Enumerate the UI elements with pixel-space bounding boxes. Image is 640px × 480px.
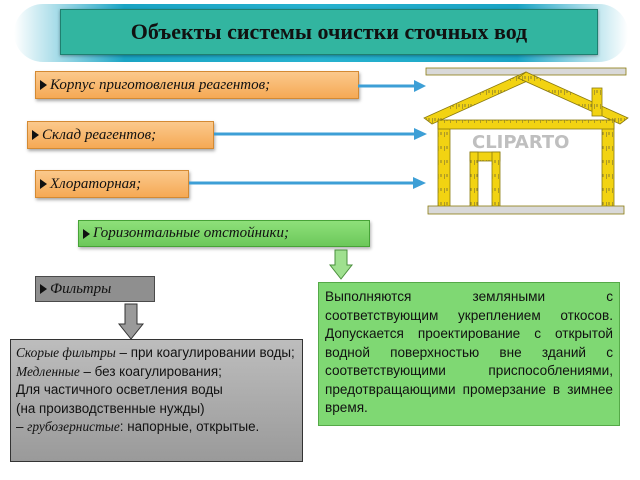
slow-filters-text: – без коагулирования;	[79, 363, 222, 379]
arrow-down-icon	[117, 303, 145, 340]
item-filters: Фильтры	[35, 276, 155, 302]
bullet-icon	[83, 228, 90, 239]
house-watermark: CLIPARTO	[472, 132, 569, 153]
filters-partial-line-1: Для частичного осветления воды	[16, 382, 223, 398]
filters-coarse-line: – грубозернистые: напорные, открытые.	[16, 418, 297, 437]
coarse-filters-text: : напорные, открытые.	[119, 419, 260, 435]
page-title: Объекты системы очистки сточных вод	[130, 19, 528, 44]
page-title-box: Объекты системы очистки сточных вод	[60, 9, 598, 55]
coarse-filters-term: грубозернистые	[27, 419, 120, 435]
item-chlorination: Хлораторная;	[35, 170, 189, 198]
arrow-right-icon	[358, 80, 426, 92]
filters-fast-line: Скорые фильтры – при коагулировании воды…	[16, 344, 297, 363]
house-ruler-icon: CLIPARTO	[423, 67, 629, 215]
item-reagent-warehouse: Склад реагентов;	[27, 121, 214, 149]
fast-filters-term: Скорые фильтры	[16, 345, 116, 360]
bullet-icon	[40, 284, 47, 294]
item-settling-tanks: Горизонтальные отстойники;	[78, 220, 370, 247]
bullet-icon	[40, 80, 47, 90]
item-label: Склад реагентов;	[42, 126, 157, 143]
item-reagent-building: Корпус приготовления реагентов;	[35, 71, 359, 99]
filters-partial-line-2: (на производственные нужды)	[16, 400, 205, 416]
settling-tanks-description: Выполняются земляными с соответствующим …	[318, 282, 620, 426]
bullet-icon	[40, 179, 47, 189]
bullet-icon	[32, 130, 39, 140]
arrow-right-icon	[189, 177, 426, 189]
filters-slow-line: Медленные – без коагулирования;	[16, 363, 297, 382]
item-label: Корпус приготовления реагентов;	[50, 76, 271, 93]
slow-filters-term: Медленные	[16, 363, 80, 379]
filters-description: Скорые фильтры – при коагулировании воды…	[10, 339, 303, 462]
arrow-down-icon	[328, 249, 354, 280]
item-label: Фильтры	[50, 280, 112, 297]
coarse-dash: –	[16, 419, 28, 435]
item-label: Хлораторная;	[50, 175, 142, 192]
item-label: Горизонтальные отстойники;	[93, 225, 290, 241]
fast-filters-text: – при коагулировании воды;	[115, 345, 295, 360]
arrow-right-icon	[214, 128, 427, 140]
